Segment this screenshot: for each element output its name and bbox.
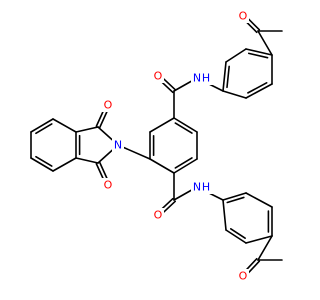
atom-label-background [237,269,249,283]
double-bond-outer [225,229,247,244]
oxygen-atom-label: O [239,270,248,283]
atom-label-background [112,138,124,152]
single-bond [257,30,273,56]
atom-label-background [102,178,114,192]
oxygen-atom-label: O [154,70,163,83]
double-bond-outer [30,157,54,172]
double-bond-inner [35,155,53,167]
double-bond-outer [245,48,273,56]
double-bond-outer [30,118,54,133]
hydrogen-atom-label: H [202,72,210,85]
single-bond [149,158,175,174]
double-bond-inner [35,123,53,135]
single-bond [149,117,175,133]
double-bond-inner [248,52,269,59]
single-bond [257,235,273,261]
oxygen-atom-label: O [239,10,248,23]
single-bond [225,48,247,63]
bond-layer [30,13,283,279]
oxygen-atom-label: O [154,209,163,222]
single-bond [222,90,247,99]
nitrogen-atom-label: N [193,72,201,85]
single-bond [52,118,77,133]
double-bond-outer [173,117,198,133]
atom-label-background [191,71,213,85]
nitrogen-atom-label: N [193,181,201,194]
single-bond [52,157,77,172]
atom-label-background [237,9,249,23]
single-bond [245,192,273,208]
double-bond-inner [247,81,268,94]
single-bond [245,235,273,244]
double-bond-inner [174,122,193,134]
oxygen-atom-label: O [104,99,113,112]
double-bond-outer [245,83,273,99]
oxygen-atom-label: O [104,179,113,192]
double-bond-outer [222,192,247,201]
hydrogen-atom-label: H [202,181,210,194]
double-bond-inner [226,196,245,204]
double-bond-outer [222,61,227,92]
double-bond-outer [173,158,198,174]
double-bond-inner [229,228,246,239]
atom-label-background [191,180,213,194]
nitrogen-atom-label: N [114,139,122,152]
single-bond [222,199,227,231]
single-bond [75,157,99,164]
double-bond-inner [226,65,230,89]
single-bond [75,126,99,133]
double-bond-inner [174,157,193,169]
atom-label-background [152,69,164,83]
atom-label-background [102,98,114,112]
atom-label-background [152,208,164,222]
